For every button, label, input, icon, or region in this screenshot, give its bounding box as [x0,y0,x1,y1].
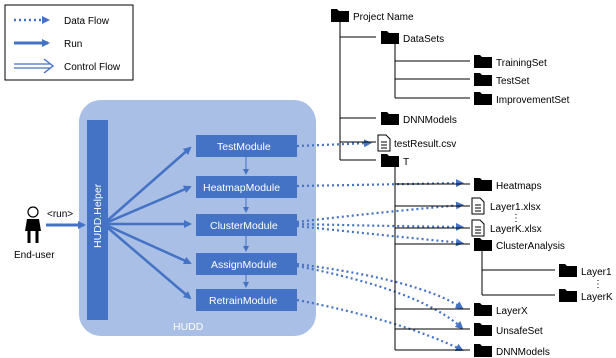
assign-module [196,253,297,275]
tree-lines [339,22,555,351]
hudd-helper-label: HUDD.Helper [92,183,104,248]
layerx-label: LayerX [496,306,528,317]
end-user-label: End-user [14,250,55,261]
heatmaps-label: Heatmaps [496,181,542,192]
cluster-module-label: ClusterModule [210,220,278,232]
file-icon [377,134,391,152]
unsafeset-label: UnsafeSet [496,326,543,337]
file-icon [471,219,485,237]
testresult-label: testResult.csv [394,139,456,150]
legend-control-flow-label: Control Flow [64,62,121,73]
folder-icon [559,264,577,277]
tree-icons [331,9,577,357]
files-ellipsis: ⋮ [511,213,521,224]
run-label: <run> [47,209,73,220]
assign-module-label: AssignModule [211,259,277,271]
layerk-label: LayerK [581,292,613,303]
layerk-xlsx-label: LayerK.xlsx [490,224,542,235]
test-module [196,135,297,157]
hudd-label: HUDD [173,321,204,333]
folder-icon [474,323,492,336]
folder-icon [474,55,492,68]
data-flow-arrows [296,139,464,351]
file-icons [377,134,485,237]
clusteranalysis-label: ClusterAnalysis [496,241,565,252]
folder-icon [331,9,349,22]
dnnmodels-label: DNNModels [403,115,457,126]
datasets-label: DataSets [403,34,444,45]
control-flow-arrow-icon [14,58,55,74]
run-arrows [107,146,192,300]
folder-icon [381,112,399,125]
folder-icon [474,73,492,86]
folder-icon [474,238,492,251]
trainingset-label: TrainingSet [496,58,547,69]
folder-icon [474,344,492,357]
folder-icon [474,303,492,316]
folder-icon [474,178,492,191]
heatmap-module-label: HeatmapModule [203,182,280,194]
project-name-label: Project Name [353,12,414,23]
dnnmodels-t-label: DNNModels [496,347,550,358]
testset-label: TestSet [496,76,530,87]
layer1-xlsx-label: Layer1.xlsx [490,202,541,213]
hudd-helper [87,120,108,320]
layer1-label: Layer1 [581,267,612,278]
folder-icon [474,92,492,105]
cluster-module [196,214,297,236]
legend-run-label: Run [64,39,82,50]
retrain-module-label: RetrainModule [209,295,277,307]
t-folder-label: T [403,157,409,168]
layers-ellipsis: ⋮ [593,279,603,290]
retrain-module [196,289,297,311]
file-icon [471,197,485,215]
end-user-icon [25,206,41,243]
folder-icon [559,289,577,302]
folder-icon [381,154,399,167]
heatmap-module [196,176,297,198]
test-module-label: TestModule [217,141,271,153]
legend-data-flow-label: Data Flow [64,16,110,27]
legend: Data Flow Run Control Flow [4,4,134,81]
improvementset-label: ImprovementSet [496,95,570,106]
folder-icon [381,31,399,44]
